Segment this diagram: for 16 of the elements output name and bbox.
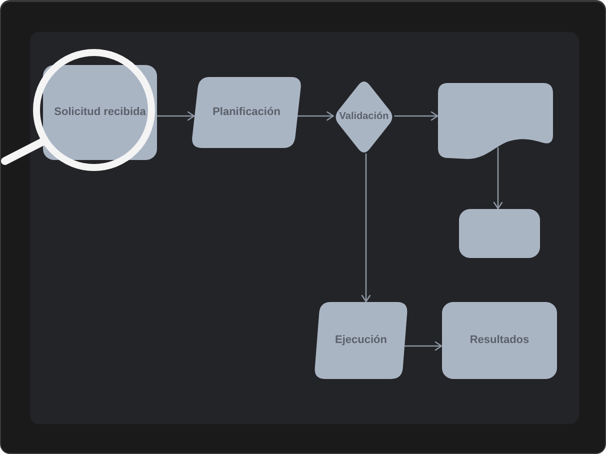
arrow xyxy=(157,111,195,121)
node-label: Solicitud recibida xyxy=(54,106,146,120)
node-label: Resultados xyxy=(470,334,530,348)
arrow xyxy=(361,153,371,302)
parallelogram-shape xyxy=(191,77,302,148)
arrow xyxy=(394,111,438,121)
arrow xyxy=(298,111,334,121)
node-label: Planificación xyxy=(212,106,280,120)
arrow xyxy=(493,147,503,210)
document-shape xyxy=(438,83,553,160)
node-label: Validación xyxy=(339,110,389,124)
node-label: Ejecución xyxy=(335,334,387,348)
parallelogram-shape xyxy=(314,302,408,379)
arrow xyxy=(404,341,442,351)
process-box xyxy=(442,302,557,379)
process-box xyxy=(459,209,540,258)
